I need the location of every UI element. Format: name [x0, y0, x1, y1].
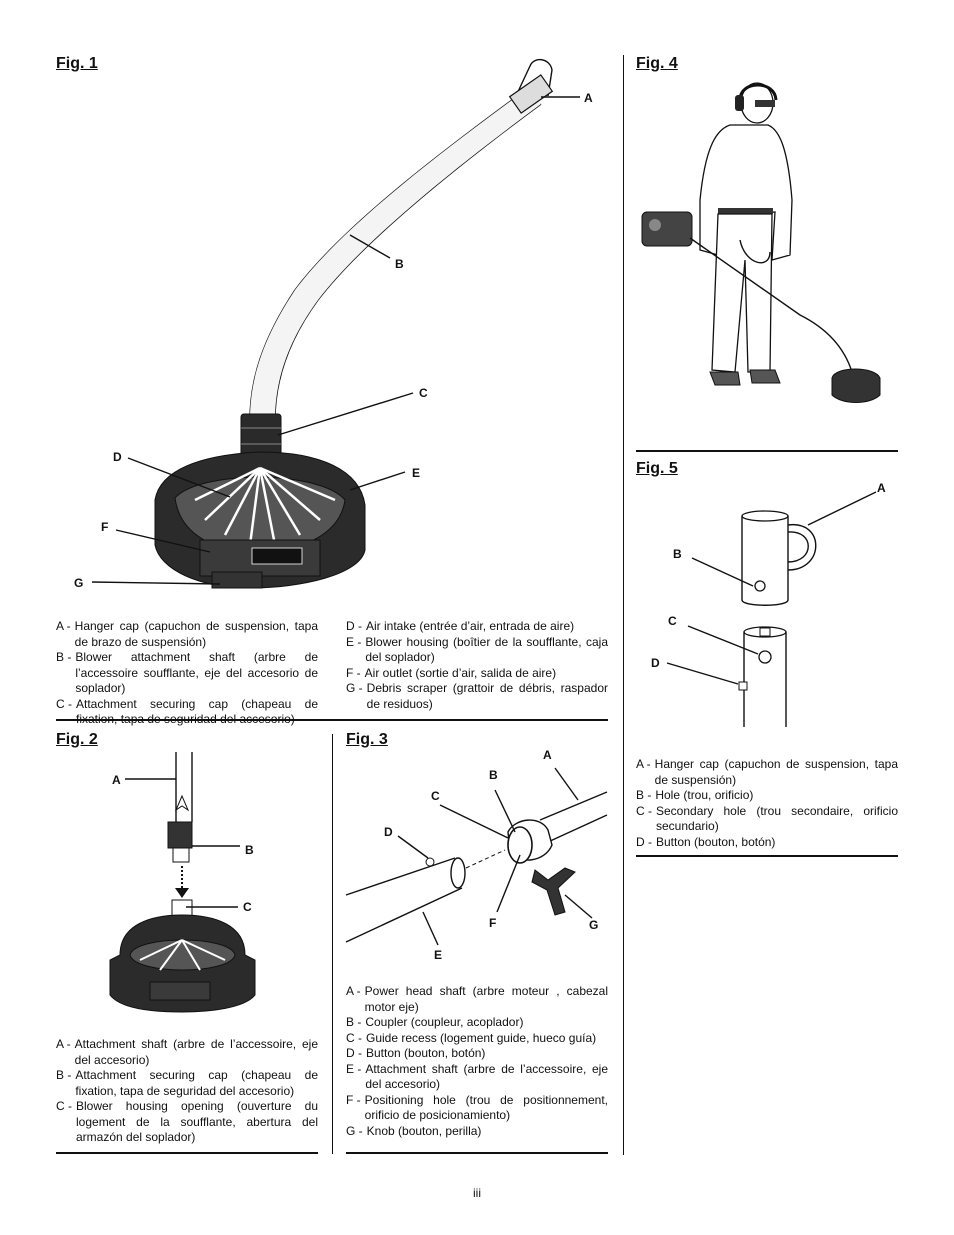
fig2-label-b: B — [245, 843, 254, 857]
fig5-label-d: D — [651, 656, 660, 670]
fig3-label-g: G — [589, 918, 599, 932]
legend-item: B -Hole (trou, orificio) — [636, 788, 754, 802]
legend-item: A -Hanger cap (capuchon de suspension, t… — [636, 757, 898, 787]
fig5-label-a: A — [877, 481, 886, 495]
legend-item: G -Debris scraper (grattoir de débris, r… — [346, 681, 608, 711]
fig1-bottom-rule — [56, 719, 608, 721]
fig2-legend: A -Attachment shaft (arbre de l’accessoi… — [56, 1037, 318, 1146]
fig2-bottom-rule — [56, 1152, 318, 1154]
vertical-divider-right — [623, 55, 624, 1155]
fig1-blower-illustration — [91, 59, 580, 589]
fig1-label-e: E — [412, 466, 421, 480]
fig5-title: Fig. 5 — [636, 460, 678, 477]
fig2-label-c: C — [243, 900, 252, 914]
fig2-label-a: A — [112, 773, 121, 787]
fig1-title: Fig. 1 — [56, 55, 98, 72]
fig1-label-f: F — [101, 520, 109, 534]
legend-item: E -Blower housing (boîtier de la souffla… — [346, 634, 608, 665]
fig1-label-b: B — [395, 257, 404, 271]
fig3-label-b: B — [489, 768, 498, 782]
legend-item: B -Blower attachment shaft (arbre de l’a… — [56, 650, 318, 695]
fig3-legend: A -Power head shaft (arbre moteur , cabe… — [346, 984, 608, 1139]
fig5-bottom-rule — [636, 855, 898, 857]
fig3-bottom-rule — [346, 1152, 608, 1154]
fig3-label-f: F — [489, 916, 497, 930]
legend-item: B -Attachment securing cap (chapeau de f… — [56, 1068, 318, 1098]
fig1-label-a: A — [584, 91, 593, 105]
fig5-label-b: B — [673, 547, 682, 561]
fig1-label-c: C — [419, 386, 428, 400]
fig1-label-d: D — [113, 450, 122, 464]
legend-item: C -Guide recess (logement guide, hueco g… — [346, 1030, 597, 1045]
fig5-legend: A -Hanger cap (capuchon de suspension, t… — [636, 757, 898, 850]
fig1-label-g: G — [74, 576, 84, 590]
legend-item: A -Attachment shaft (arbre de l’accessoi… — [56, 1037, 318, 1067]
legend-item: D -Button (bouton, botón) — [346, 1046, 486, 1060]
fig2-title: Fig. 2 — [56, 731, 98, 748]
fig3-label-a: A — [543, 748, 552, 762]
legend-item: A -Power head shaft (arbre moteur , cabe… — [346, 984, 608, 1014]
fig1-legend-right: D -Air intake (entrée d’air, entrada de … — [346, 619, 608, 712]
fig3-label-d: D — [384, 825, 393, 839]
legend-item: G -Knob (bouton, perilla) — [346, 1123, 482, 1138]
fig3-label-e: E — [434, 948, 443, 962]
legend-item: E -Attachment shaft (arbre de l’accessoi… — [346, 1061, 608, 1092]
fig4-title: Fig. 4 — [636, 55, 678, 72]
legend-item: A -Hanger cap (capuchon de suspension, t… — [56, 619, 318, 649]
fig4-bottom-rule — [636, 450, 898, 452]
fig5-label-c: C — [668, 614, 677, 628]
legend-item: C -Secondary hole (trou secondaire, orif… — [636, 803, 898, 834]
legend-item: F -Positioning hole (trou de positionnem… — [346, 1092, 608, 1123]
page-number: iii — [473, 1186, 481, 1200]
legend-item: D -Air intake (entrée d’air, entrada de … — [346, 619, 575, 633]
legend-item: D -Button (bouton, botón) — [636, 834, 776, 849]
fig3-label-c: C — [431, 789, 440, 803]
vertical-divider-left — [332, 734, 333, 1154]
legend-item: B -Coupler (coupleur, acoplador) — [346, 1015, 524, 1029]
fig3-title: Fig. 3 — [346, 731, 388, 748]
legend-item: F -Air outlet (sortie d’air, salida de a… — [346, 665, 557, 680]
legend-item: C -Blower housing opening (ouverture du … — [56, 1099, 318, 1144]
